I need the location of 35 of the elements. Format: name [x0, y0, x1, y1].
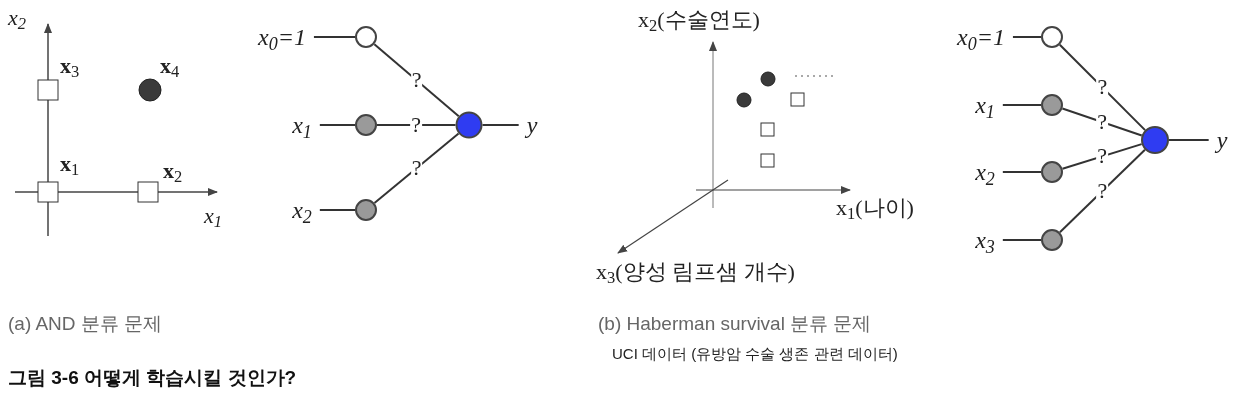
variable-label: y	[526, 113, 538, 137]
connector-line	[312, 36, 356, 38]
axis-label: x$_{2}$(수술연도)	[638, 6, 760, 34]
connector-line	[1058, 43, 1147, 132]
figure-caption: 그림 3-6 어떻게 학습시킬 것인가?	[8, 366, 297, 390]
variable-label: x$_{2}$	[975, 160, 995, 184]
connector-line	[1001, 239, 1042, 241]
point-label: x$_{4}$	[160, 52, 180, 80]
variable-label: x$_{0}$=1	[957, 25, 1005, 49]
axis-label: x$_{1}$	[204, 202, 222, 230]
subfigure-caption: (b) Haberman survival 분류 문제	[598, 312, 872, 336]
axis-label: x$_{3}$(양성 림프샘 개수)	[596, 258, 795, 286]
variable-label: x$_{2}$	[292, 198, 312, 222]
connector-line	[376, 124, 457, 126]
connector-line	[318, 124, 356, 126]
connector-line	[1011, 36, 1042, 38]
point-label: x$_{3}$	[60, 52, 80, 80]
variable-label: x$_{3}$	[975, 228, 995, 252]
variable-label: y	[1216, 128, 1228, 152]
connector-line	[1168, 139, 1210, 141]
variable-label: x$_{1}$	[292, 113, 312, 137]
variable-label: x$_{1}$	[975, 93, 995, 117]
connector-line	[373, 43, 460, 118]
connector-line	[318, 209, 356, 211]
connector-line	[373, 132, 460, 204]
connector-line	[1001, 104, 1042, 106]
subfigure-caption: (a) AND 분류 문제	[8, 312, 163, 336]
point-label: x$_{1}$	[60, 150, 80, 178]
axis-label: x$_{1}$(나이)	[836, 194, 914, 222]
variable-label: x$_{0}$=1	[258, 25, 306, 49]
connector-line	[1001, 171, 1042, 173]
connector-line	[481, 124, 520, 126]
point-label: x$_{2}$	[163, 157, 183, 185]
subfigure-note: UCI 데이터 (유방암 수술 생존 관련 데이터)	[612, 345, 898, 364]
axis-label: x$_{2}$	[8, 4, 26, 32]
